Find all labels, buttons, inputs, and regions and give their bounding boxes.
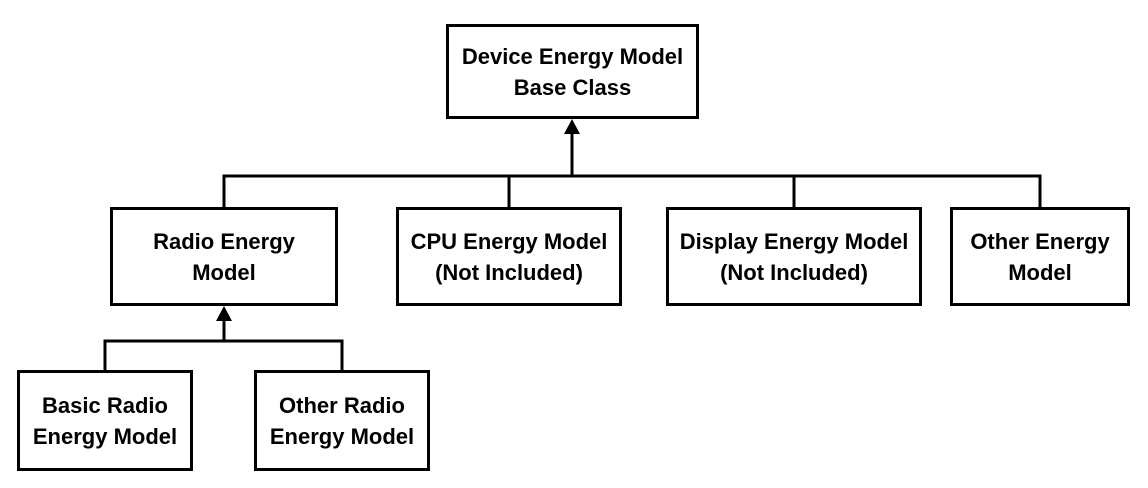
arrowhead-base (564, 119, 580, 134)
basic-radio-energy-model-box: Basic Radio Energy Model (17, 370, 193, 471)
node-label-line2: Model (1008, 259, 1072, 285)
radio-energy-model-box: Radio Energy Model (110, 207, 338, 306)
node-label-line1: CPU Energy Model (410, 228, 608, 254)
display-energy-model-box: Display Energy Model (Not Included) (666, 207, 922, 306)
other-energy-model-box: Other Energy Model (950, 207, 1130, 306)
node-label-line1: Display Energy Model (679, 228, 909, 254)
node-label-line2: Model (192, 259, 256, 285)
node-label-line1: Basic Radio (42, 392, 168, 418)
node-label-line2: Energy Model (32, 423, 178, 449)
other-radio-energy-model-box: Other Radio Energy Model (254, 370, 430, 471)
node-label-line2: (Not Included) (720, 259, 868, 285)
node-label-line2: Energy Model (269, 423, 415, 449)
node-label-line1: Radio Energy (153, 228, 295, 254)
node-label-line2: Base Class (513, 74, 632, 100)
device-energy-model-base-class-box: Device Energy Model Base Class (446, 24, 699, 119)
node-label-line1: Device Energy Model (461, 43, 684, 69)
cpu-energy-model-box: CPU Energy Model (Not Included) (396, 207, 622, 306)
node-label-line1: Other Energy (970, 228, 1110, 254)
node-label-line1: Other Radio (279, 392, 405, 418)
arrowhead-radio (216, 306, 232, 321)
node-label-line2: (Not Included) (435, 259, 583, 285)
